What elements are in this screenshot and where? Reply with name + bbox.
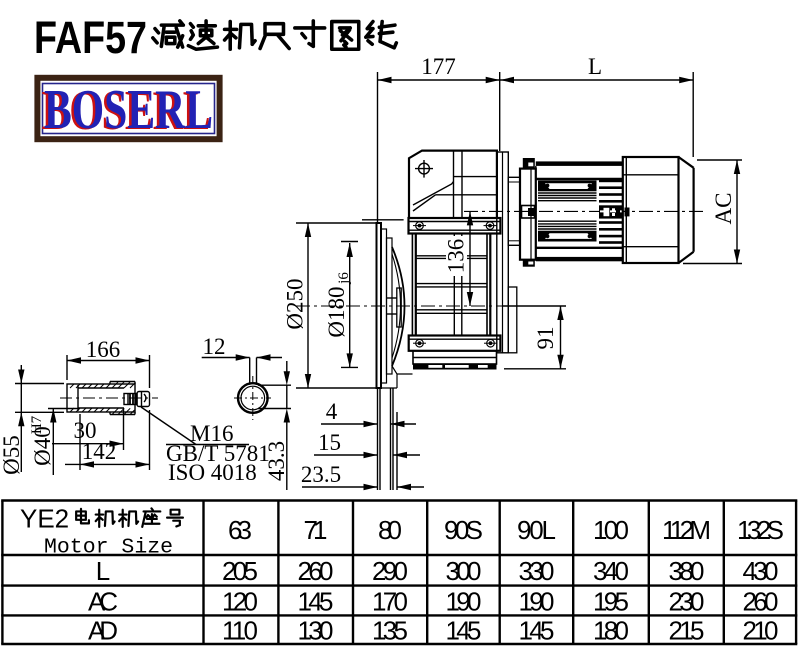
svg-text:63: 63	[228, 515, 252, 545]
svg-text:136: 136	[444, 239, 469, 274]
svg-text:BOSERL: BOSERL	[42, 80, 211, 142]
svg-text:30: 30	[74, 418, 97, 443]
svg-text:AD: AD	[88, 616, 118, 646]
svg-text:290: 290	[372, 556, 408, 586]
svg-text:166: 166	[86, 337, 121, 362]
svg-text:177: 177	[421, 54, 456, 79]
svg-text:GB/T 5781: GB/T 5781	[166, 441, 270, 466]
svg-text:AC: AC	[711, 193, 736, 225]
svg-text:145: 145	[446, 616, 482, 646]
svg-text:430: 430	[743, 556, 779, 586]
svg-text:BOSERL: BOSERL	[44, 79, 213, 141]
svg-text:300: 300	[446, 556, 482, 586]
svg-text:190: 190	[446, 586, 482, 616]
svg-text:145: 145	[298, 586, 334, 616]
svg-text:90S: 90S	[444, 515, 483, 545]
svg-text:AC: AC	[88, 586, 118, 616]
svg-text:135: 135	[372, 616, 408, 646]
svg-text:Ø180: Ø180	[324, 286, 349, 337]
svg-text:j6: j6	[336, 272, 352, 285]
svg-text:43.3: 43.3	[264, 441, 289, 481]
svg-text:132S: 132S	[737, 515, 784, 545]
svg-text:112M: 112M	[662, 515, 711, 545]
svg-text:Motor Size: Motor Size	[44, 536, 173, 560]
svg-text:205: 205	[222, 556, 258, 586]
svg-text:M16: M16	[190, 421, 233, 446]
svg-text:12: 12	[203, 334, 226, 359]
svg-text:110: 110	[222, 616, 258, 646]
svg-text:190: 190	[519, 586, 555, 616]
svg-text:L: L	[588, 54, 602, 79]
svg-text:80: 80	[378, 515, 402, 545]
svg-text:145: 145	[519, 616, 555, 646]
svg-text:H7: H7	[29, 415, 45, 434]
svg-text:23.5: 23.5	[301, 462, 341, 487]
svg-text:Ø40: Ø40	[30, 426, 55, 466]
svg-text:180: 180	[593, 616, 629, 646]
svg-text:ISO 4018: ISO 4018	[168, 460, 257, 485]
svg-text:91: 91	[533, 327, 558, 350]
svg-text:130: 130	[298, 616, 334, 646]
svg-text:4: 4	[326, 399, 338, 424]
svg-text:Ø55: Ø55	[0, 435, 24, 475]
svg-text:71: 71	[304, 515, 328, 545]
svg-text:260: 260	[743, 586, 779, 616]
svg-text:90L: 90L	[517, 515, 556, 545]
svg-text:100: 100	[593, 515, 629, 545]
svg-text:215: 215	[669, 616, 705, 646]
svg-text:Ø250: Ø250	[283, 278, 308, 329]
svg-text:330: 330	[519, 556, 555, 586]
svg-text:230: 230	[669, 586, 705, 616]
svg-text:380: 380	[669, 556, 705, 586]
svg-text:142: 142	[82, 439, 117, 464]
svg-text:FAF57: FAF57	[34, 12, 147, 63]
svg-text:YE2: YE2	[20, 504, 69, 534]
svg-text:15: 15	[318, 430, 341, 455]
svg-text:L: L	[96, 556, 110, 586]
svg-text:340: 340	[593, 556, 629, 586]
svg-text:170: 170	[372, 586, 408, 616]
svg-text:210: 210	[743, 616, 779, 646]
svg-text:260: 260	[298, 556, 334, 586]
svg-text:195: 195	[593, 586, 629, 616]
svg-text:120: 120	[222, 586, 258, 616]
